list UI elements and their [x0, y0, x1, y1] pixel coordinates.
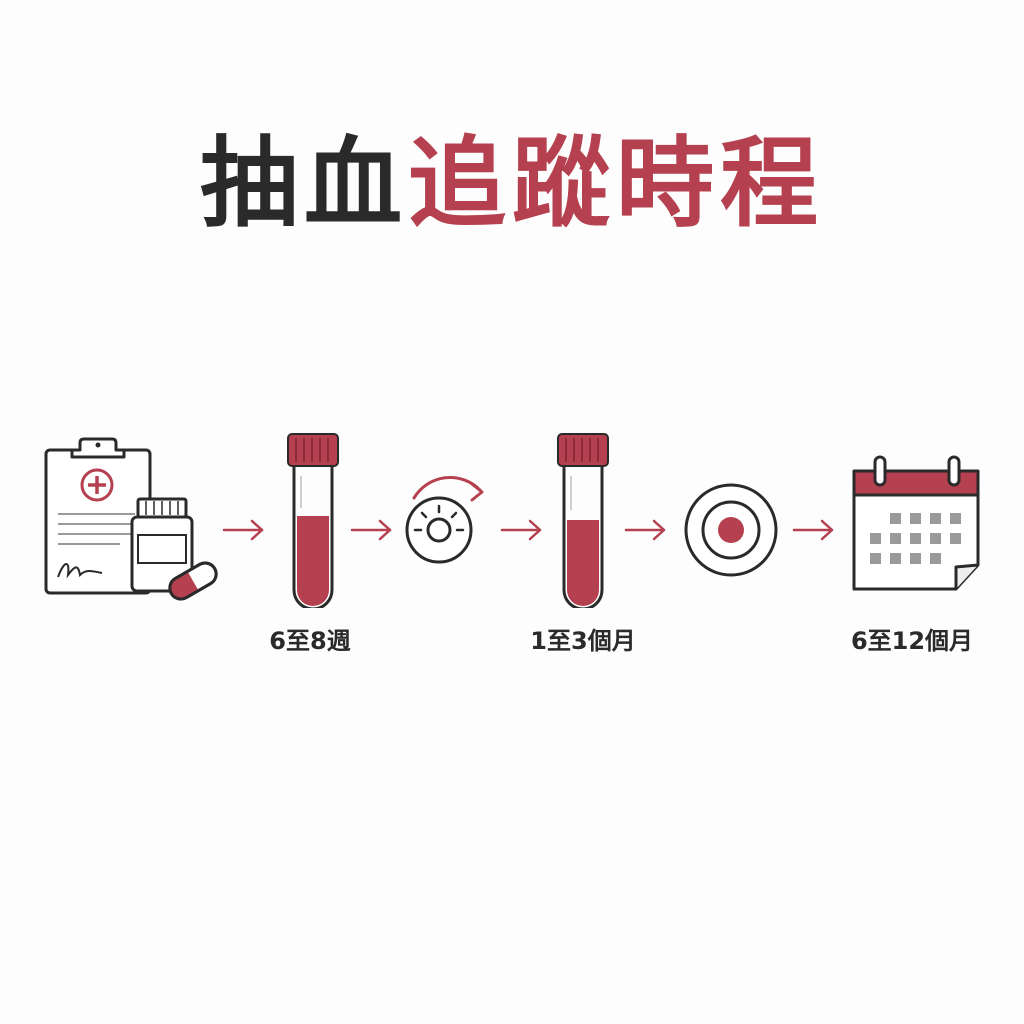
centrifuge-icon — [405, 476, 484, 564]
interval-label: 1至3個月 — [530, 627, 636, 655]
title-part-accent: 追蹤時程 — [408, 127, 825, 241]
arrow-right-icon — [500, 519, 542, 541]
arrow-right-icon — [792, 519, 834, 541]
target-circle-icon — [684, 483, 778, 577]
title-part-dark: 抽血 — [199, 127, 408, 241]
clipboard-medication-icon — [44, 437, 218, 601]
arrow-right-icon — [624, 519, 666, 541]
arrow-right-icon — [222, 519, 264, 541]
calendar-icon — [852, 455, 980, 591]
interval-label: 6至8週 — [269, 627, 351, 655]
interval-label: 6至12個月 — [850, 627, 974, 655]
blood-test-tube-icon — [557, 433, 609, 608]
blood-test-tube-icon — [287, 433, 339, 608]
arrow-right-icon — [350, 519, 392, 541]
page-title: 抽血追蹤時程 — [0, 135, 1024, 233]
